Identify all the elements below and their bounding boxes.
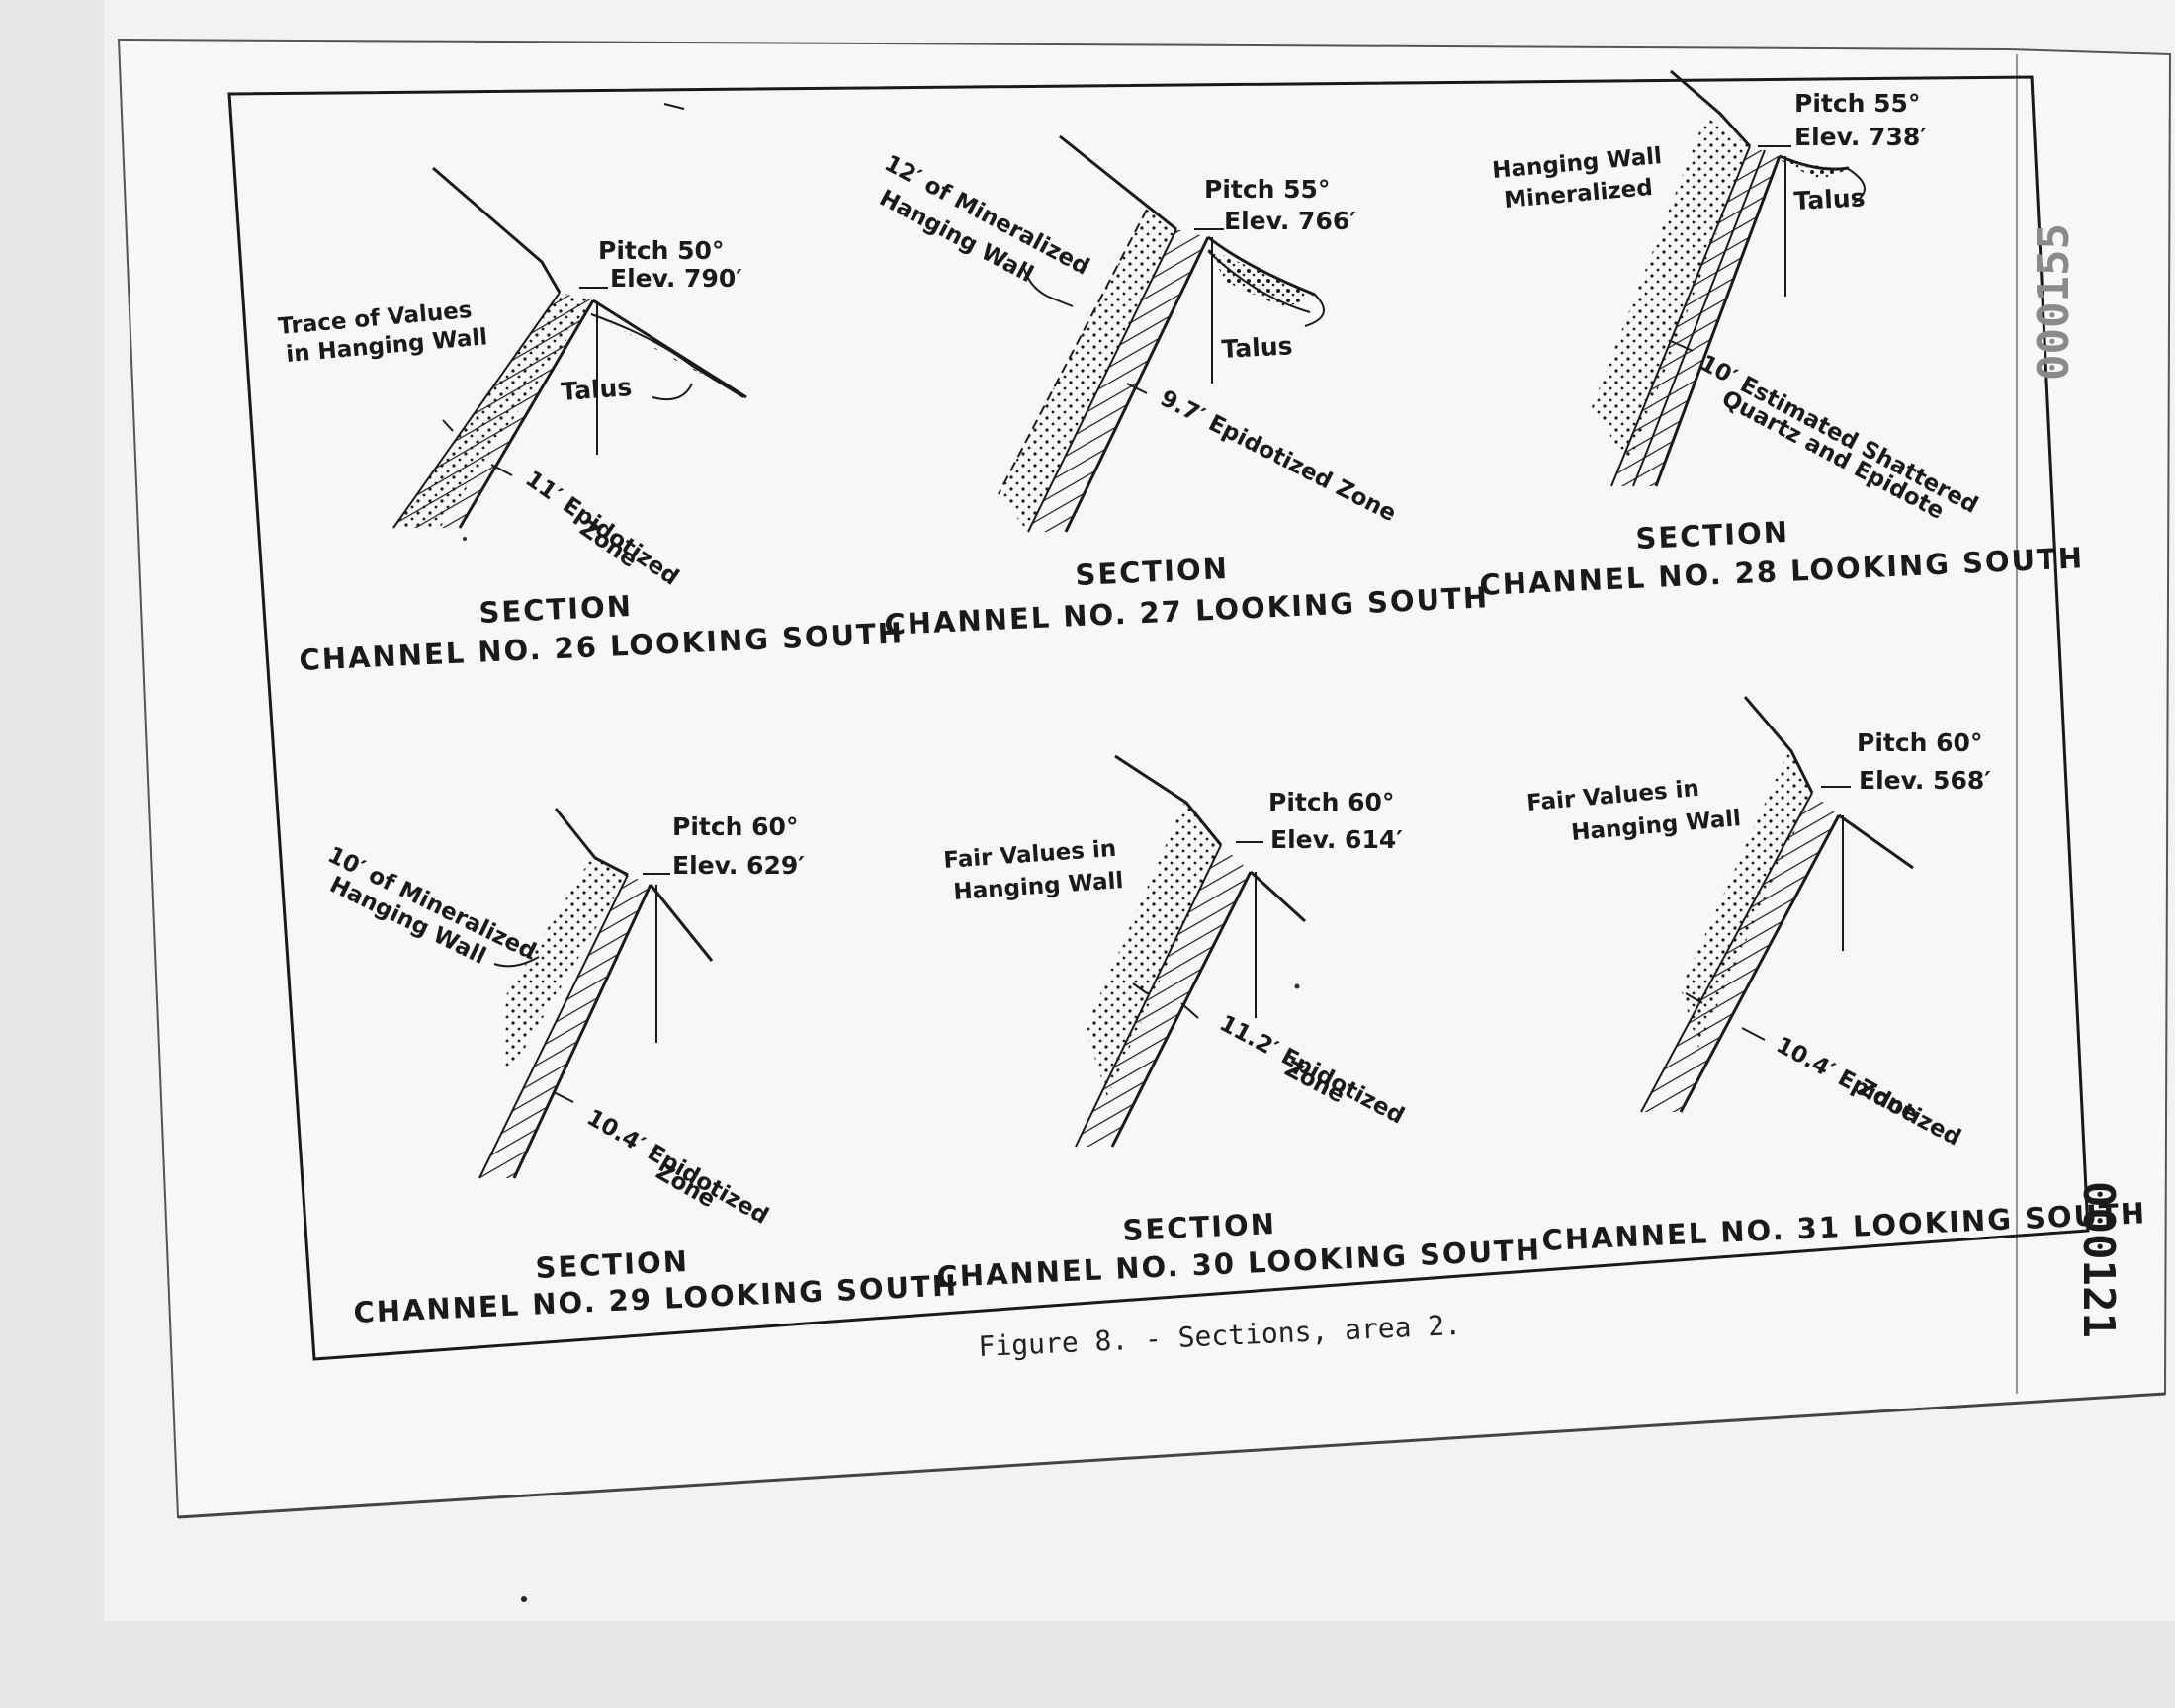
- ch26-heading: SECTION: [478, 589, 634, 630]
- ch29-pitch: Pitch 60°: [672, 812, 798, 841]
- ch26-talus: Talus: [560, 373, 633, 406]
- ch28-elev: Elev. 738′: [1794, 123, 1927, 151]
- ch31-elev: Elev. 568′: [1859, 766, 1991, 795]
- ch27-pitch: Pitch 55°: [1204, 175, 1330, 204]
- ch31-pitch: Pitch 60°: [1857, 728, 1982, 757]
- ch28-heading: SECTION: [1635, 515, 1790, 555]
- faint-page-stamp: 000155: [2029, 223, 2079, 381]
- ch29-heading: SECTION: [535, 1244, 690, 1285]
- ch27-talus: Talus: [1221, 331, 1293, 364]
- page-stamp: 000121: [2073, 1181, 2124, 1338]
- ch28-pitch: Pitch 55°: [1794, 89, 1920, 118]
- ch27-heading: SECTION: [1075, 552, 1230, 592]
- figure-border: [227, 75, 2090, 1361]
- ch29-elev: Elev. 629′: [672, 851, 805, 880]
- ch28-talus: Talus: [1793, 183, 1866, 215]
- ch30-pitch: Pitch 60°: [1268, 788, 1394, 816]
- ch26-elev: Elev. 790′: [610, 264, 742, 293]
- ch30-elev: Elev. 614′: [1270, 825, 1403, 854]
- ch27-elev: Elev. 766′: [1224, 207, 1356, 235]
- ch30-heading: SECTION: [1122, 1207, 1277, 1247]
- ch26-pitch: Pitch 50°: [598, 236, 724, 265]
